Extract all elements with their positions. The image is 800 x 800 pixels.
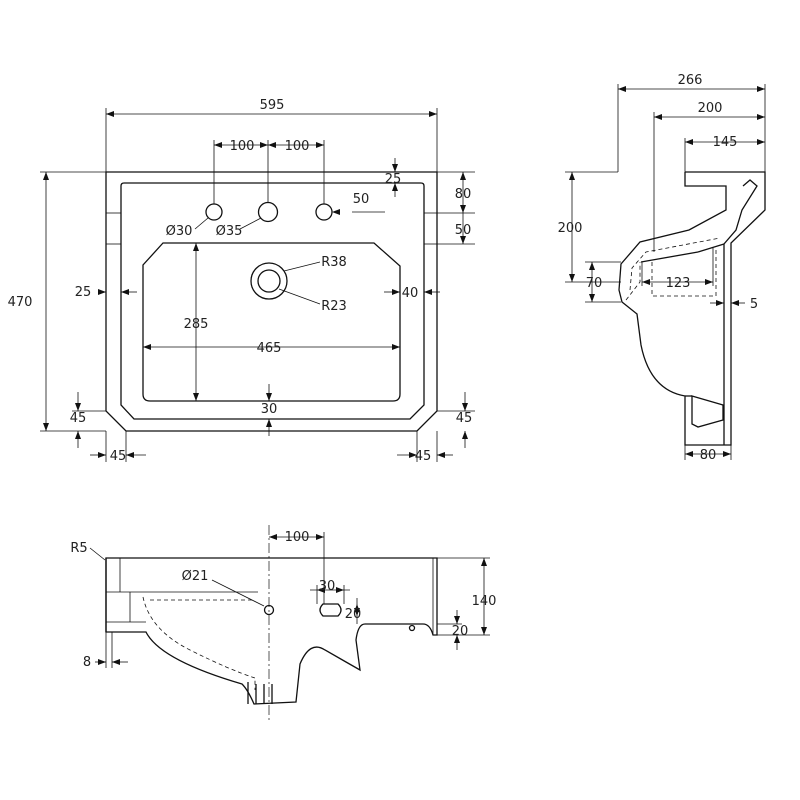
dim-side-5: 5	[750, 297, 758, 312]
dim-side-200-height: 200	[558, 221, 583, 236]
dim-chamfer-right-v: 45	[456, 411, 473, 426]
dim-side-123: 123	[666, 276, 691, 291]
dim-overall-width: 595	[260, 98, 285, 113]
dim-chamfer-left-v: 45	[70, 411, 87, 426]
label-overflow-hole: Ø21	[182, 569, 209, 584]
dim-front-rim: 30	[261, 402, 278, 417]
dim-bowl-depth: 285	[184, 317, 209, 332]
dim-slot-height: 20	[345, 607, 362, 622]
label-tap-hole-side: Ø30	[166, 224, 193, 239]
dim-side-200-top: 200	[698, 101, 723, 116]
front-view: R5 Ø21 100 30 20 140 20 8	[70, 525, 496, 720]
dim-top-25: 25	[385, 172, 402, 187]
dim-side-70: 70	[586, 276, 603, 291]
label-corner-radius: R5	[70, 541, 87, 556]
dim-side-50-lower: 50	[455, 223, 472, 238]
dim-chamfer-right-h: 45	[415, 449, 432, 464]
dim-side-145: 145	[713, 135, 738, 150]
dim-bowl-width: 465	[257, 341, 282, 356]
rim-outline	[120, 182, 425, 420]
side-view: 266 200 145 200 70 123 5 80	[558, 73, 766, 463]
dim-side-80: 80	[455, 187, 472, 202]
dim-front-100: 100	[285, 530, 310, 545]
front-outline	[105, 557, 438, 705]
dim-front-140: 140	[472, 594, 497, 609]
tap-hole-left	[205, 203, 223, 221]
top-view: 595 100 100 25 80 50 50 Ø30 Ø35 R38 R23 …	[8, 98, 475, 464]
dim-front-20: 20	[452, 624, 469, 639]
label-tap-hole-centre: Ø35	[216, 224, 243, 239]
bowl-outline	[142, 242, 401, 402]
overflow-slot	[319, 603, 342, 617]
dim-rim-8: 8	[83, 655, 91, 670]
tap-hole-right	[315, 203, 333, 221]
dim-side-266: 266	[678, 73, 703, 88]
dim-side-50-upper: 50	[353, 192, 370, 207]
dim-tap-spacing-left: 100	[230, 139, 255, 154]
waste-outer	[250, 262, 288, 300]
basin-outline	[105, 171, 438, 432]
dim-rim-left: 25	[75, 285, 92, 300]
dim-slot-width: 30	[319, 579, 336, 594]
dim-side-80-base: 80	[700, 448, 717, 463]
side-top-profile	[618, 171, 766, 446]
waste-inner	[257, 269, 281, 293]
tap-hole-centre	[257, 201, 279, 223]
label-waste-inner: R23	[321, 299, 347, 314]
dim-chamfer-left-h: 45	[110, 449, 127, 464]
dim-tap-spacing-right: 100	[285, 139, 310, 154]
label-waste-outer: R38	[321, 255, 347, 270]
dim-rim-right: 40	[402, 286, 419, 301]
dim-overall-depth: 470	[8, 295, 33, 310]
